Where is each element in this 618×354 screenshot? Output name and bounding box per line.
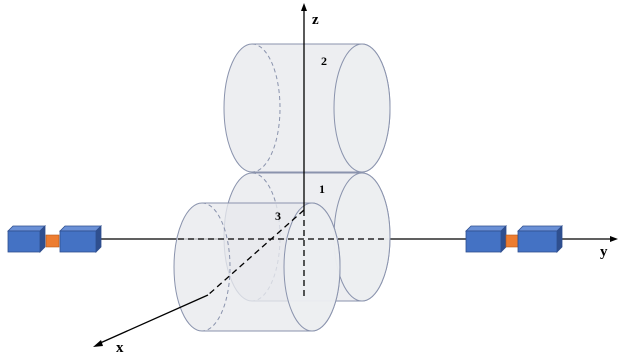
left-device (7, 225, 102, 253)
left-device-connector (45, 234, 60, 248)
y-axis-arrowhead (610, 236, 618, 242)
cylinder-2-front-face (333, 43, 391, 173)
left-device-block-1 (7, 230, 41, 253)
cylinder-3-label: 3 (275, 209, 281, 223)
y-axis-label: y (600, 244, 608, 260)
left-device-block-2-top (59, 225, 102, 232)
cylinder-3 (173, 202, 341, 332)
left-device-block-2 (59, 230, 97, 253)
right-device-block-1 (465, 230, 502, 253)
right-device-block-1-side (500, 225, 507, 253)
x-axis-line (97, 294, 209, 345)
cylinder-3-hidden-edge (201, 202, 231, 332)
right-device-block-2-side (556, 225, 563, 253)
right-device-block-2-top (517, 225, 563, 232)
right-device-block-1-top (465, 225, 507, 232)
z-axis-label: z (312, 12, 319, 28)
cylinder-2 (223, 43, 391, 173)
x-axis-label: x (116, 340, 124, 354)
right-device-block-2 (517, 230, 558, 253)
left-device-block-1-top (7, 225, 46, 232)
cylinder-2-label: 2 (321, 54, 327, 68)
left-device-block-2-side (95, 225, 102, 253)
x-axis-arrowhead (93, 340, 103, 347)
right-device (465, 225, 563, 253)
x-axis-hidden-line (207, 209, 305, 296)
cylinder-2-hidden-edge (251, 43, 281, 173)
cylinder-1-front-face (333, 172, 391, 302)
z-axis-arrowhead (301, 3, 307, 11)
cylinder-1-label: 1 (319, 182, 325, 196)
left-device-block-1-side (39, 225, 46, 253)
right-device-connector (505, 234, 519, 248)
cylinder-3-front-face (283, 202, 341, 332)
